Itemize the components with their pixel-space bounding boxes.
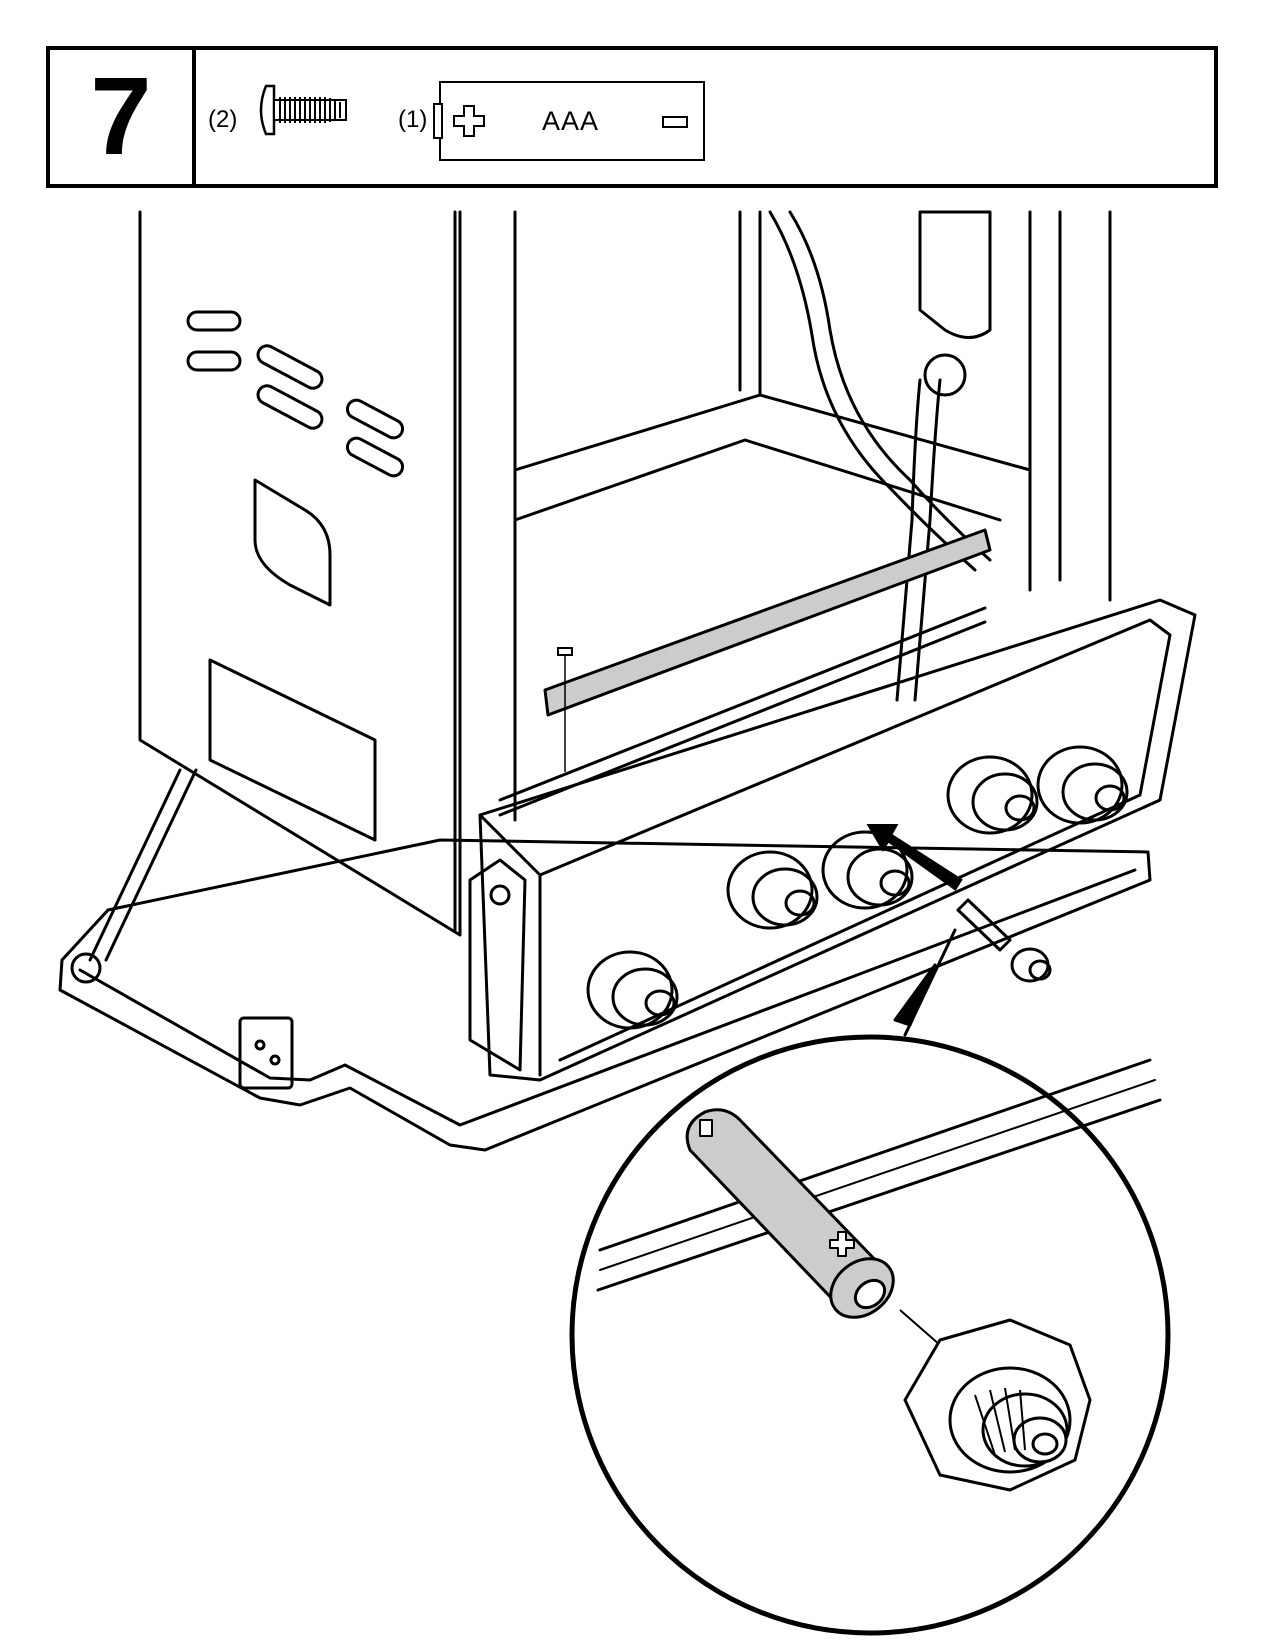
parts-list: (2) (1) AAA: [196, 50, 1214, 184]
screw-icon: [259, 84, 347, 136]
battery-quantity: (1): [398, 106, 428, 133]
detail-battery: [685, 1108, 895, 1319]
minus-icon: [662, 116, 688, 128]
assembly-illustration: [58, 210, 1197, 1636]
step-number-cell: 7: [50, 50, 196, 184]
detail-battery-cap: [903, 1318, 1092, 1492]
screw-quantity: (2): [208, 106, 238, 133]
battery-type-label: AAA: [542, 106, 600, 136]
battery-icon: AAA: [432, 78, 708, 164]
step-number: 7: [90, 55, 152, 178]
plus-icon: [453, 105, 485, 137]
step-header: 7 (2) (1) A: [46, 46, 1218, 188]
highlighted-bracket: [543, 528, 992, 717]
